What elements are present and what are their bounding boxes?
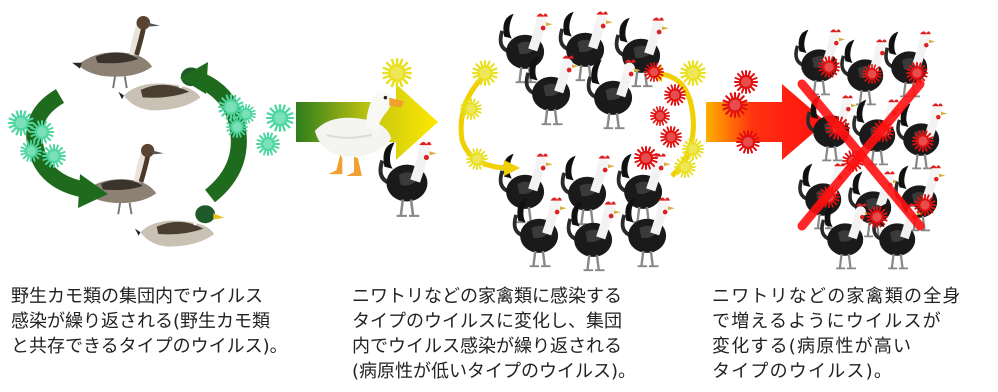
arrowhead-icon [78,174,108,208]
virus-icon [236,104,256,124]
caption-low-pathogenic: ニワトリなどの家禽類に感染する タイプのウイルスに変化し、集団 内でウイルス感染… [352,286,637,382]
virus-icon [722,92,748,118]
arrowhead-icon [504,160,520,176]
stage-wild-ducks [8,16,294,249]
virus-icon [42,144,66,168]
virus-icon [664,84,686,106]
cycle-arrow-icon [196,72,247,203]
virus-icon [30,120,54,144]
chicken-icon [569,202,621,271]
virus-icon [736,130,760,154]
virus-icon [460,98,482,120]
virus-icon [914,194,936,216]
virus-icon [466,148,488,170]
virus-icon [266,104,294,132]
virus-icon [734,70,758,94]
virus-icon [644,62,664,82]
caption-wild-ducks: 野生カモ類の集団内でウイルス 感染が繰り返される(野生カモ類 と共存できるタイプ… [11,286,288,357]
virus-icon [256,132,280,156]
arrowhead-icon [180,62,208,94]
virus-icon [818,56,840,78]
chicken-icon [886,31,935,96]
virus-icon [650,106,670,126]
cycle-arrow-icon [458,68,507,171]
chicken-icon [381,142,437,216]
chicken-icon [527,56,579,125]
pintail-duck-icon [78,144,164,214]
chicken-icon [501,14,553,83]
virus-icon [866,206,888,228]
cycle-arrow-icon [26,89,88,198]
virus-icon [680,60,706,86]
virus-icon [682,138,704,160]
virus-icon [660,126,682,148]
cross-mark-icon [797,79,925,231]
virus-icon [20,140,42,162]
pintail-duck-icon [72,16,160,88]
virus-icon [8,110,34,136]
chicken-icon [515,198,567,267]
caption-high-pathogenic: ニワトリなどの家禽類の全身 で増えるようにウイルスが 変化する(病原性が高い タ… [712,286,962,382]
virus-icon [674,156,696,178]
stage-poultry-low-pathogenic [458,12,706,271]
stage-poultry-high-pathogenic [796,29,947,268]
virus-icon [912,130,934,152]
chicken-icon [822,203,871,268]
virus-icon [472,60,498,86]
chicken-icon [589,60,641,129]
virus-icon [634,146,658,170]
virus-icon [862,64,882,84]
mallard-duck-icon [133,203,226,249]
virus-icon [382,58,412,88]
virus-icon [906,62,928,84]
